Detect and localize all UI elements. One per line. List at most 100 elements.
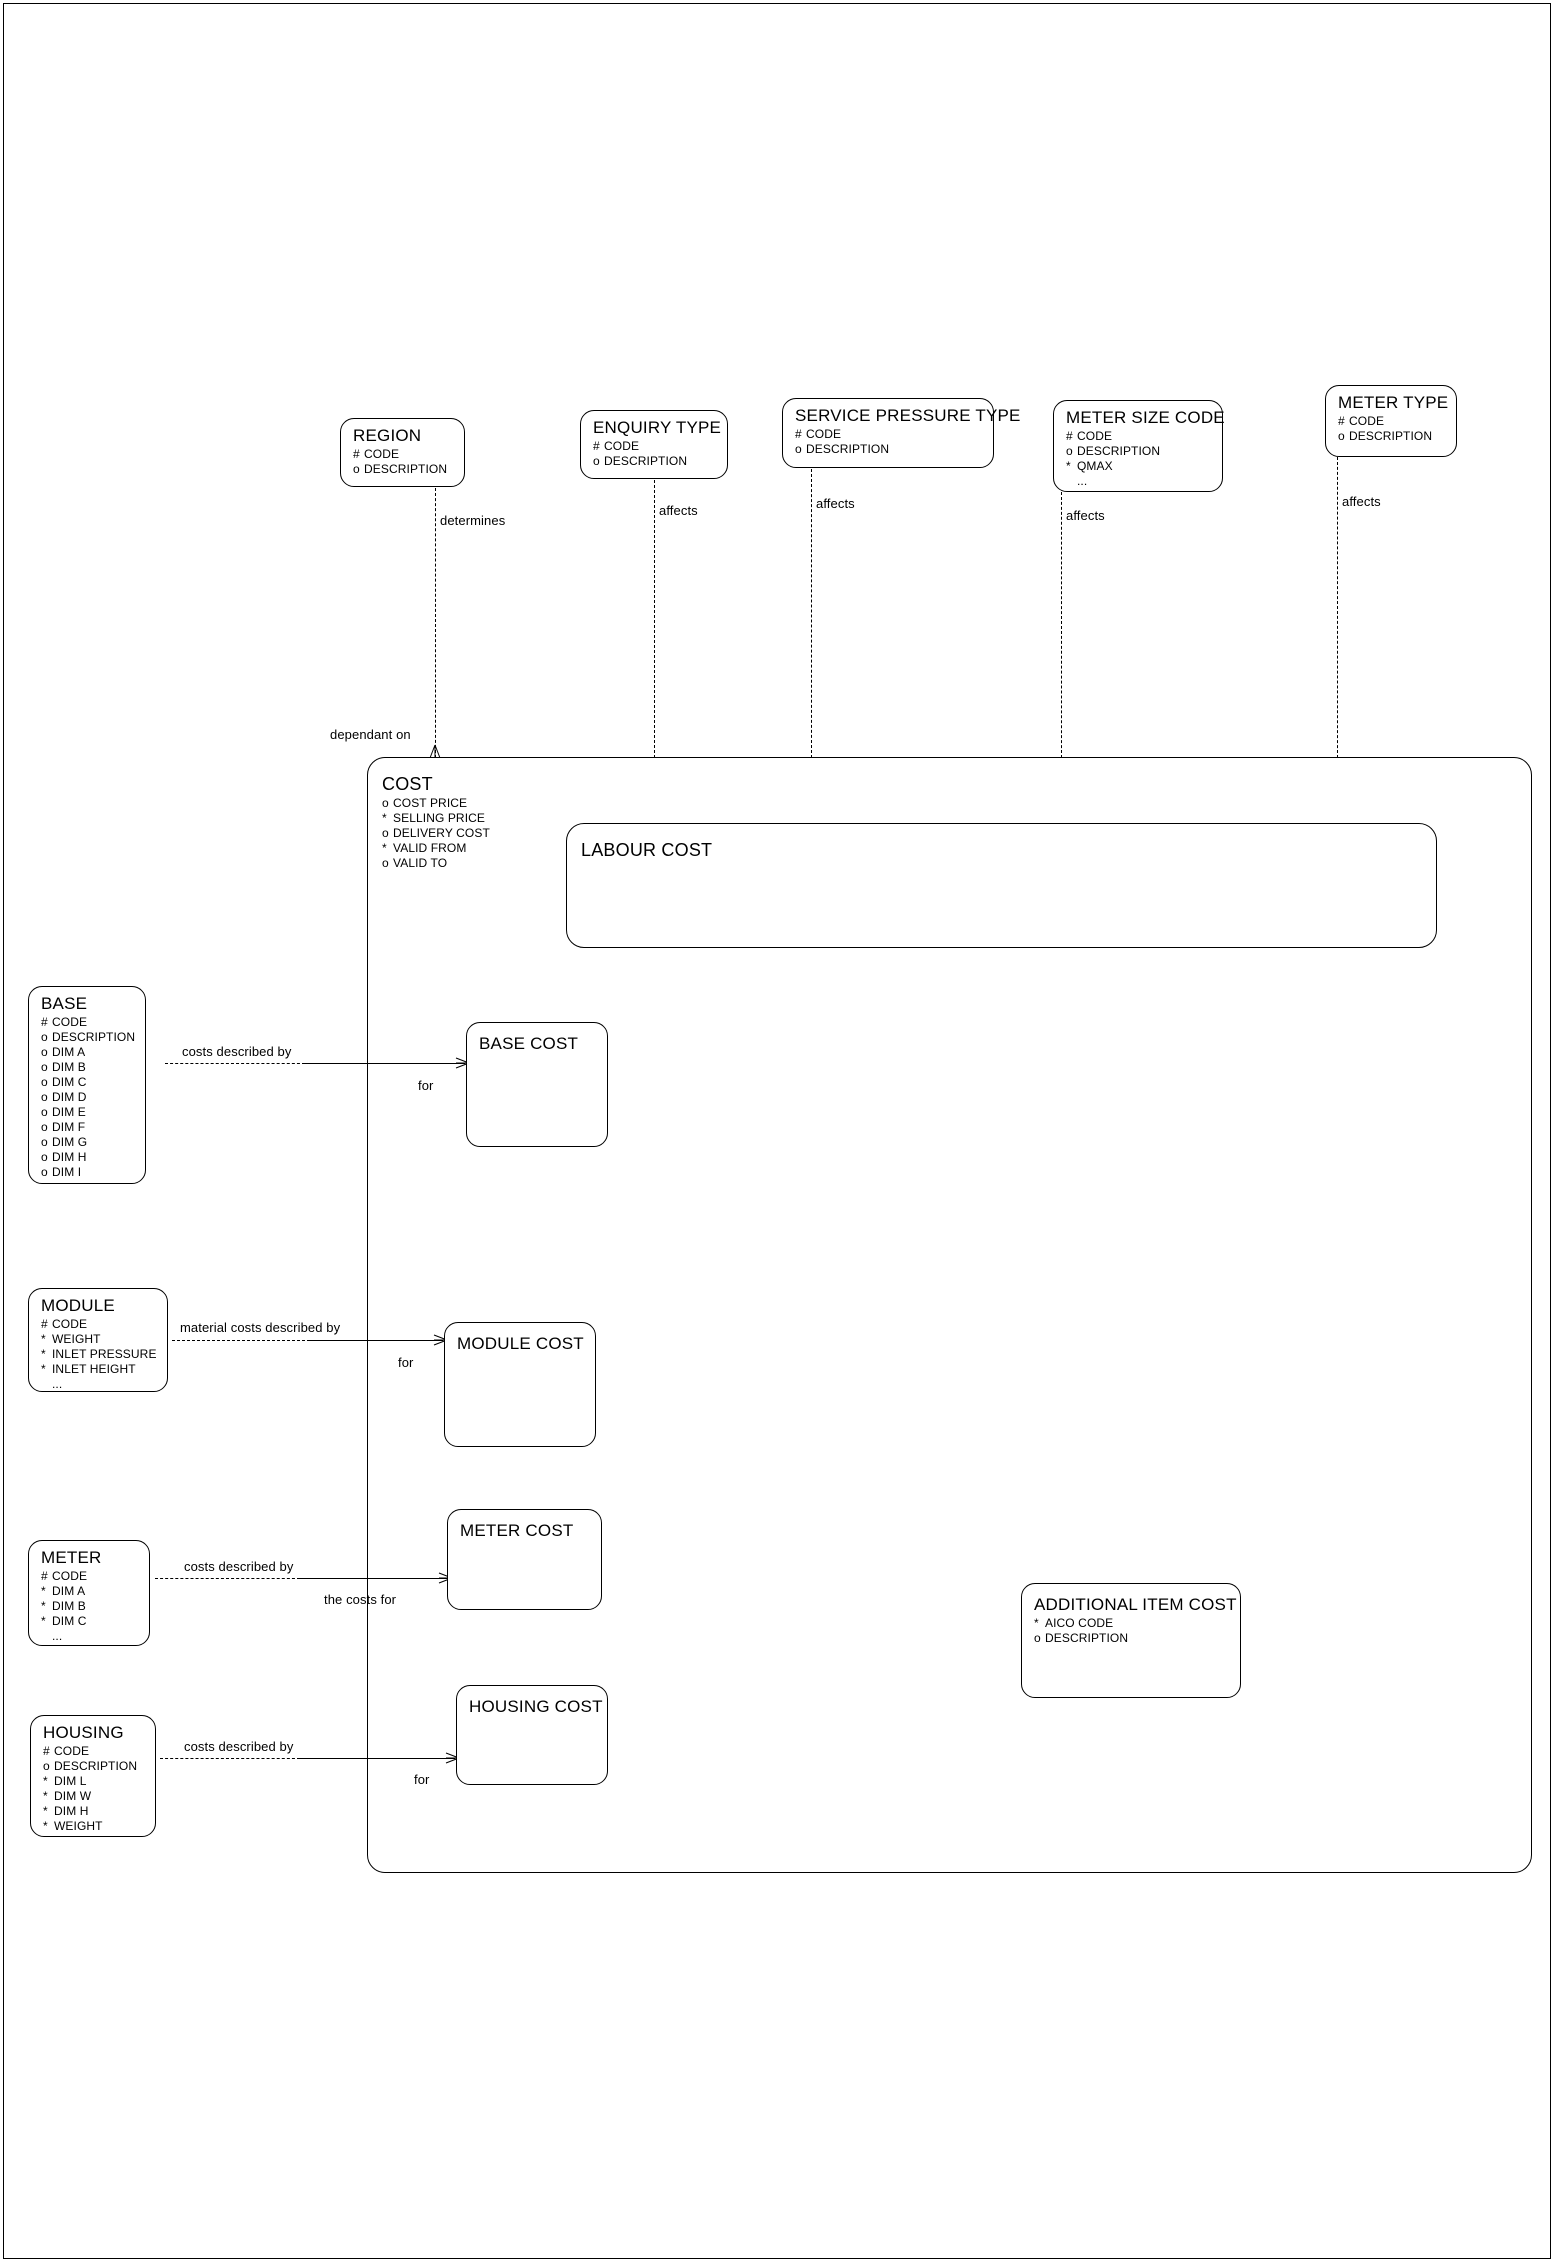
entity-housing-cost[interactable]: HOUSING COST	[456, 1685, 608, 1785]
relationship-label-meter-costs-described-by: costs described by	[184, 1559, 294, 1574]
attribute-mark: *	[41, 1347, 46, 1361]
relationship-label-housing-for: for	[414, 1772, 430, 1787]
entity-base-cost[interactable]: BASE COST	[466, 1022, 608, 1147]
attribute-row: o DIM E	[41, 1105, 135, 1120]
attribute-mark: o	[1034, 1631, 1041, 1645]
attribute-row: ...	[41, 1629, 139, 1644]
entity-base-title: BASE	[41, 994, 88, 1013]
attribute-row: o DESCRIPTION	[353, 462, 454, 477]
attribute-mark: o	[41, 1150, 48, 1164]
attribute-label: DIM E	[52, 1105, 86, 1119]
connector-module-dashed	[172, 1340, 310, 1341]
entity-meter-cost-title: METER COST	[460, 1521, 574, 1540]
attribute-mark: o	[41, 1090, 48, 1104]
attribute-label: DIM B	[52, 1060, 86, 1074]
entity-meter[interactable]: METER #CODE *DIM A *DIM B *DIM C ...	[28, 1540, 150, 1646]
connector-housing-solid	[300, 1758, 455, 1759]
attribute-label: DESCRIPTION	[364, 462, 448, 476]
attribute-mark: #	[593, 439, 600, 453]
attribute-label: DESCRIPTION	[1349, 429, 1433, 443]
relationship-label-housing-costs-described-by: costs described by	[184, 1739, 294, 1754]
attribute-label: DESCRIPTION	[806, 442, 890, 456]
attribute-label: DIM H	[54, 1804, 89, 1818]
entity-additional-item-cost-title: ADDITIONAL ITEM COST	[1034, 1595, 1237, 1614]
relationship-label-determines: determines	[440, 513, 506, 528]
attribute-row: ...	[41, 1377, 157, 1392]
attribute-label: ...	[52, 1629, 63, 1643]
entity-module[interactable]: MODULE #CODE *WEIGHT *INLET PRESSURE *IN…	[28, 1288, 168, 1392]
attribute-mark: o	[353, 462, 360, 476]
entity-labour-cost-title: LABOUR COST	[581, 840, 713, 860]
attribute-mark: o	[41, 1165, 48, 1179]
connector-base-solid	[305, 1063, 465, 1064]
attribute-row: *DIM W	[43, 1789, 145, 1804]
attribute-label: ...	[52, 1377, 63, 1391]
attribute-mark: *	[41, 1332, 46, 1346]
attribute-label: SELLING PRICE	[393, 811, 485, 825]
attribute-label: WEIGHT	[54, 1819, 103, 1833]
attribute-label: CODE	[52, 1317, 88, 1331]
attribute-label: DIM W	[54, 1789, 92, 1803]
entity-region-attributes: #CODE o DESCRIPTION	[353, 447, 454, 477]
attribute-row: *DIM L	[43, 1774, 145, 1789]
attribute-mark: o	[795, 442, 802, 456]
attribute-label: AICO CODE	[1045, 1616, 1114, 1630]
entity-meter-cost[interactable]: METER COST	[447, 1509, 602, 1610]
attribute-row: ...	[1066, 474, 1212, 489]
attribute-row: #CODE	[353, 447, 454, 462]
connector-service-pressure-dashed	[811, 469, 812, 758]
attribute-mark: #	[41, 1317, 48, 1331]
attribute-row: *WEIGHT	[43, 1819, 145, 1834]
entity-module-cost[interactable]: MODULE COST	[444, 1322, 596, 1447]
attribute-label: CODE	[52, 1569, 88, 1583]
connector-region-to-cost	[435, 488, 436, 758]
attribute-mark: o	[1066, 444, 1073, 458]
attribute-row: #CODE	[1066, 429, 1212, 444]
attribute-row: *VALID FROM	[382, 841, 1531, 856]
connector-enquiry-type-dashed	[654, 480, 655, 758]
entity-labour-cost[interactable]: LABOUR COST	[566, 823, 1437, 948]
connector-meter-dashed	[155, 1578, 300, 1579]
relationship-label-meter-the-costs-for: the costs for	[324, 1592, 397, 1607]
attribute-mark: #	[353, 447, 360, 461]
attribute-label: DESCRIPTION	[1077, 444, 1161, 458]
attribute-label: DIM G	[52, 1135, 88, 1149]
attribute-label: CODE	[1349, 414, 1385, 428]
attribute-row: *INLET PRESSURE	[41, 1347, 157, 1362]
relationship-label-affects-enquiry: affects	[659, 503, 698, 518]
attribute-mark: o	[41, 1105, 48, 1119]
attribute-mark: o	[382, 826, 389, 840]
attribute-label: COST PRICE	[393, 796, 468, 810]
entity-housing-cost-title: HOUSING COST	[469, 1697, 603, 1716]
attribute-mark: o	[41, 1045, 48, 1059]
attribute-mark: #	[1066, 429, 1073, 443]
attribute-mark: o	[41, 1075, 48, 1089]
attribute-row: o DESCRIPTION	[795, 442, 983, 457]
attribute-row: *DIM B	[41, 1599, 139, 1614]
entity-module-title: MODULE	[41, 1296, 115, 1315]
relationship-label-affects-meter-size: affects	[1066, 508, 1105, 523]
attribute-label: INLET HEIGHT	[52, 1362, 136, 1376]
attribute-mark: o	[41, 1060, 48, 1074]
connector-meter-type-dashed	[1337, 457, 1338, 758]
attribute-label: DELIVERY COST	[393, 826, 490, 840]
